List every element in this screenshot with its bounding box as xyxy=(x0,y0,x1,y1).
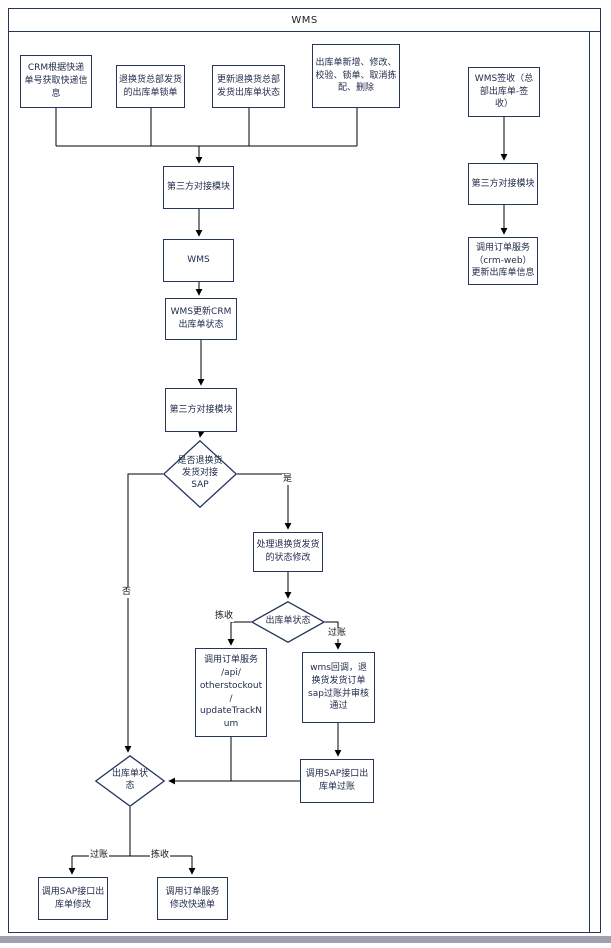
flow-node-crm-express-info[interactable]: CRM根据快递 单号获取快递信 息 xyxy=(20,55,92,108)
flow-node-wms-callback-sap-audit[interactable]: wms回调，退 换货发货订单 sap过账并审核 通过 xyxy=(302,652,375,723)
flow-node-outbound-order-operations[interactable]: 出库单新增、修改、 校验、锁单、取消拣 配、删除 xyxy=(312,44,400,108)
flow-node-third-party-module-1[interactable]: 第三方对接模块 xyxy=(163,166,234,209)
diamond-shape xyxy=(162,439,238,509)
flow-node-call-order-service-api[interactable]: 调用订单服务 /api/ otherstockout / updateTrack… xyxy=(195,648,267,737)
flow-node-call-sap-modify-outbound[interactable]: 调用SAP接口出 库单修改 xyxy=(38,877,108,920)
horizontal-scrollbar[interactable] xyxy=(0,936,611,943)
flow-node-call-order-service-crm-web[interactable]: 调用订单服务 （crm-web） 更新出库单信息 xyxy=(468,237,538,285)
lane-right-border xyxy=(589,31,590,933)
flow-decision-decision-outbound-status-1[interactable]: 出库单状态 xyxy=(250,601,326,643)
edge-label-pick-1: 拣收 xyxy=(214,611,235,622)
flow-node-call-sap-post-outbound[interactable]: 调用SAP接口出 库单过账 xyxy=(300,759,374,803)
pool-title: WMS xyxy=(9,9,600,32)
flow-node-wms-box[interactable]: WMS xyxy=(163,239,234,282)
flow-node-update-return-outbound-status[interactable]: 更新退换货总部 发货出库单状态 xyxy=(212,65,285,108)
diamond-shape xyxy=(94,754,166,808)
flow-decision-decision-return-sap[interactable]: 是否退换货 发货对接 SAP xyxy=(162,439,238,509)
flow-decision-decision-outbound-status-2[interactable]: 出库单状 态 xyxy=(94,754,166,808)
flow-node-third-party-module-2[interactable]: 第三方对接模块 xyxy=(165,388,237,432)
flow-node-wms-update-crm-status[interactable]: WMS更新CRM 出库单状态 xyxy=(165,298,237,340)
flow-node-call-order-service-modify-express[interactable]: 调用订单服务 修改快递单 xyxy=(157,877,228,920)
flow-node-wms-sign-receive[interactable]: WMS签收（总 部出库单-签 收） xyxy=(468,67,540,117)
flow-node-return-hq-lock-order[interactable]: 退换货总部发货 的出库单锁单 xyxy=(116,65,185,108)
decision-label: 出库单状态 xyxy=(265,616,311,627)
edge-label-pick-2: 拣收 xyxy=(150,850,171,861)
edge-label-post-2: 过账 xyxy=(89,850,110,861)
decision-label: 是否退换货 发货对接 SAP xyxy=(177,456,223,490)
flow-node-handle-return-status-modify[interactable]: 处理退换货发货 的状态修改 xyxy=(253,532,323,572)
edge-label-yes: 是 xyxy=(282,474,294,485)
diamond-shape xyxy=(250,601,326,643)
flow-node-third-party-module-right[interactable]: 第三方对接模块 xyxy=(468,163,538,205)
edge-label-post-1: 过账 xyxy=(327,628,348,639)
edge-label-no: 否 xyxy=(121,587,133,598)
decision-label: 出库单状 态 xyxy=(111,769,148,791)
